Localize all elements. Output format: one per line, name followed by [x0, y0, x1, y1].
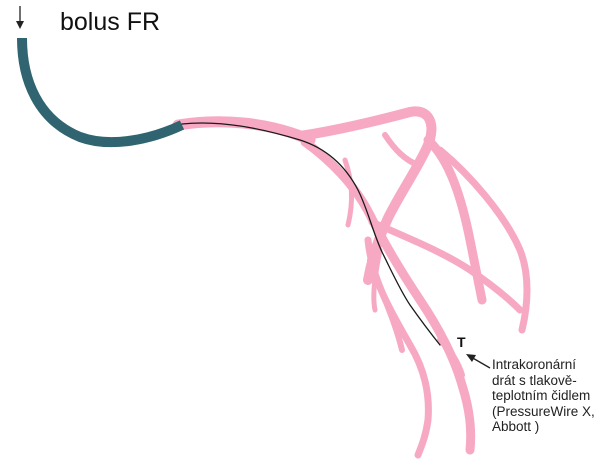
- guidewire-description-line: drát s tlakově-: [492, 373, 610, 389]
- vessel-top-side-branch: [385, 135, 418, 165]
- guidewire-description-line: (PressureWire X,: [492, 404, 610, 420]
- vessel-upper-branch: [300, 111, 431, 280]
- guidewire-description-line: Intrakoronární: [492, 357, 610, 373]
- bolus-label: bolus FR: [60, 8, 160, 37]
- pointer-arrow-icon: [466, 354, 490, 368]
- guidewire-description-line: teplotním čidlem: [492, 388, 610, 404]
- guidewire-description: Intrakoronární drát s tlakově- teplotním…: [492, 357, 610, 435]
- vessel-short-twig: [345, 160, 352, 225]
- down-arrow-icon: [16, 6, 24, 29]
- sensor-marker-label: T: [457, 334, 466, 350]
- guidewire-description-line: Abbott ): [492, 419, 610, 435]
- guiding-catheter: [22, 38, 182, 142]
- vessel-wire-branch: [305, 142, 471, 450]
- coronary-vessel-tree: [178, 111, 527, 455]
